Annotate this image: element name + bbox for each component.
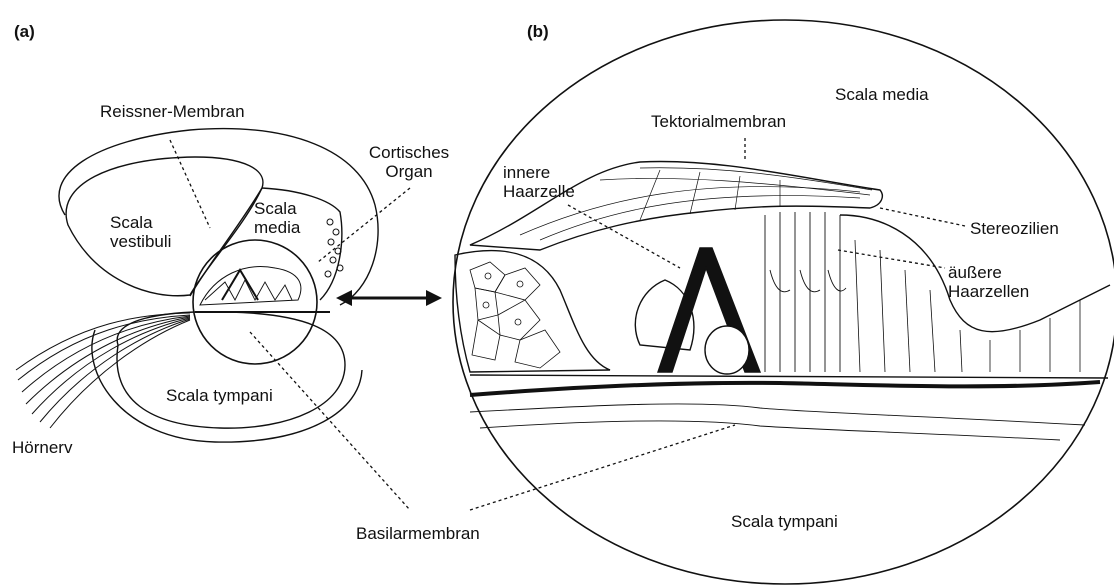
label-scala-media-a: Scala media (254, 199, 300, 237)
label-cortisches-organ: Cortisches Organ (354, 143, 464, 181)
zoom-arrow (336, 290, 442, 306)
label-reissner-membran: Reissner-Membran (100, 102, 245, 121)
reissner-membrane (190, 188, 262, 296)
leader-lines-b (568, 138, 965, 268)
nerve-fibres (16, 313, 190, 428)
label-basilarmembran: Basilarmembran (356, 524, 480, 543)
limbus-cells (470, 262, 560, 368)
stria-cells (325, 219, 343, 277)
cochlea-outer-outline (59, 129, 378, 305)
label-stereozilien: Stereozilien (970, 219, 1059, 238)
magnified-ellipse (453, 20, 1114, 584)
panel-a-tag: (a) (14, 22, 35, 41)
outer-hair-cells (765, 212, 846, 372)
label-aeussere-haarzellen: äußere Haarzellen (948, 263, 1029, 301)
label-scala-tympani-a: Scala tympani (166, 386, 273, 405)
label-hoernerv: Hörnerv (12, 438, 72, 457)
label-scala-media-b: Scala media (835, 85, 929, 104)
claudius-cells (855, 240, 1080, 372)
limbus-region (455, 251, 610, 372)
basilar-membrane (470, 375, 1108, 378)
label-innere-haarzelle: innere Haarzelle (503, 163, 575, 201)
label-tektorialmembran: Tektorialmembran (651, 112, 786, 131)
panel-b-tag: (b) (527, 22, 549, 41)
label-scala-vestibuli: Scala vestibuli (110, 213, 171, 251)
label-scala-tympani-b: Scala tympani (731, 512, 838, 531)
